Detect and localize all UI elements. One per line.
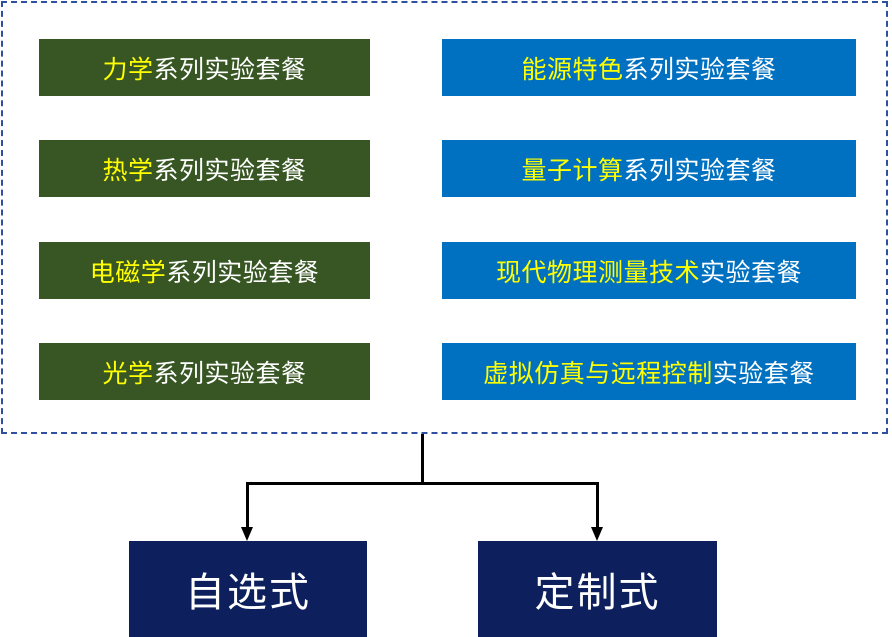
package-modern-measurement: 现代物理测量技术实验套餐 (442, 242, 856, 299)
package-thermal-rest: 系列实验套餐 (153, 155, 307, 185)
arrow-down-icon (241, 527, 253, 541)
package-optics-highlight: 光学 (102, 358, 154, 388)
package-mechanics-rest: 系列实验套餐 (153, 54, 307, 84)
package-virtual-remote-highlight: 虚拟仿真与远程控制 (483, 358, 713, 388)
package-thermal-highlight: 热学 (102, 155, 154, 185)
mode-self-select: 自选式 (129, 541, 367, 637)
package-energy-rest: 系列实验套餐 (623, 54, 777, 84)
connector-left-drop (246, 482, 249, 528)
package-mechanics-highlight: 力学 (102, 54, 154, 84)
package-thermal: 热学系列实验套餐 (39, 140, 370, 197)
package-virtual-remote: 虚拟仿真与远程控制实验套餐 (442, 343, 856, 400)
package-mechanics: 力学系列实验套餐 (39, 39, 370, 96)
package-quantum-computing-highlight: 量子计算 (521, 155, 624, 185)
connector-trunk (421, 434, 424, 484)
connector-horizontal (246, 482, 599, 485)
package-quantum-computing-rest: 系列实验套餐 (623, 155, 777, 185)
arrow-down-icon (591, 527, 603, 541)
package-electromagnetism-highlight: 电磁学 (89, 257, 167, 287)
package-virtual-remote-rest: 实验套餐 (712, 358, 815, 388)
package-energy: 能源特色系列实验套餐 (442, 39, 856, 96)
package-electromagnetism-rest: 系列实验套餐 (166, 257, 320, 287)
package-modern-measurement-rest: 实验套餐 (700, 257, 803, 287)
package-group-frame (1, 1, 888, 434)
package-quantum-computing: 量子计算系列实验套餐 (442, 140, 856, 197)
mode-customized: 定制式 (478, 541, 717, 637)
package-optics-rest: 系列实验套餐 (153, 358, 307, 388)
package-modern-measurement-highlight: 现代物理测量技术 (495, 257, 700, 287)
package-electromagnetism: 电磁学系列实验套餐 (39, 242, 370, 299)
package-optics: 光学系列实验套餐 (39, 343, 370, 400)
package-energy-highlight: 能源特色 (521, 54, 624, 84)
connector-right-drop (596, 482, 599, 528)
